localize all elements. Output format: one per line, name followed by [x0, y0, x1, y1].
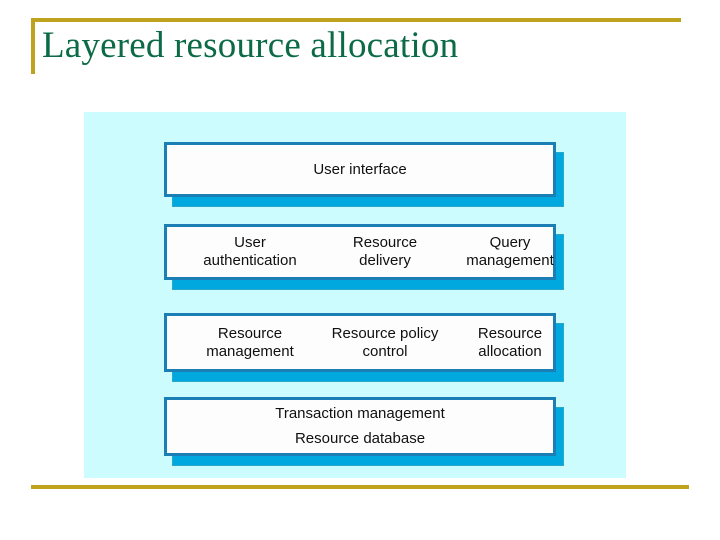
layer-columns: User authentication Resource delivery Qu…: [167, 234, 553, 270]
layer-user-interface[interactable]: User interface: [164, 142, 564, 207]
layer-label-line: User interface: [313, 160, 407, 178]
footer-rule: [31, 485, 689, 489]
layer-columns: Resource management Resource policy cont…: [167, 325, 553, 361]
layer-label-line-transaction-management: Transaction management: [275, 405, 445, 422]
layer-transaction[interactable]: Transaction management Resource database: [164, 397, 564, 466]
page-title: Layered resource allocation: [42, 25, 459, 66]
layer-label-group: User interface: [167, 161, 553, 179]
layer-services[interactable]: User authentication Resource delivery Qu…: [164, 224, 564, 290]
layer-resource-management[interactable]: Resource management Resource policy cont…: [164, 313, 564, 382]
layer-box[interactable]: Transaction management Resource database: [164, 397, 556, 456]
layer-label-group: Transaction management Resource database: [167, 405, 553, 448]
cell-query-management: Query management: [466, 234, 554, 269]
layer-box[interactable]: Resource management Resource policy cont…: [164, 313, 556, 372]
cell-user-authentication: User authentication: [203, 234, 297, 269]
cell-resource-policy-control: Resource policy control: [331, 324, 439, 360]
title-rule-top: [31, 18, 681, 22]
layer-box[interactable]: User interface: [164, 142, 556, 197]
cell-resource-delivery: Resource delivery: [352, 234, 418, 269]
layer-box[interactable]: User authentication Resource delivery Qu…: [164, 224, 556, 280]
cell-resource-management: Resource management: [206, 324, 294, 360]
layer-label-line-resource-database: Resource database: [294, 430, 426, 447]
title-rule-left: [31, 18, 35, 74]
cell-resource-allocation: Resource allocation: [477, 324, 543, 360]
layered-architecture-diagram: User interface User authentication Resou…: [84, 112, 626, 478]
